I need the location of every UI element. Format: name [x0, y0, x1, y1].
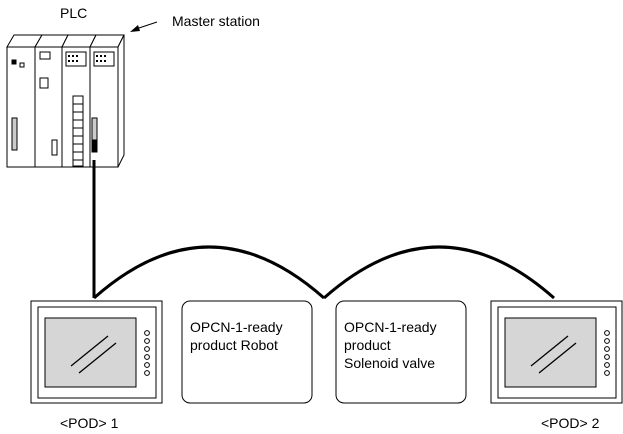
valve-device-text: OPCN-1-ready product Solenoid valve	[344, 318, 437, 372]
robot-device-text: OPCN-1-ready product Robot	[190, 318, 283, 354]
pod2-screen	[504, 317, 597, 388]
robot-device-box	[181, 300, 313, 404]
pod2-label: <POD> 2	[541, 415, 600, 431]
master-station-label: Master station	[172, 13, 260, 29]
pod2-device	[490, 300, 623, 404]
master-station-arrowhead	[130, 25, 140, 32]
valve-line-1: OPCN-1-ready	[344, 319, 437, 335]
valve-line-2: product	[344, 337, 391, 353]
plc-unit	[6, 34, 125, 168]
pod2-buttons	[604, 330, 610, 376]
pod1-device	[30, 300, 163, 404]
pod1-label: <POD> 1	[60, 415, 119, 431]
plc-module-cpu	[34, 46, 63, 168]
robot-line-2: product Robot	[190, 337, 278, 353]
network-cable	[92, 160, 555, 300]
valve-line-3: Solenoid valve	[344, 355, 436, 371]
pod1-screen	[44, 317, 137, 388]
pod1-buttons	[144, 330, 150, 376]
plc-label: PLC	[60, 5, 88, 21]
valve-device-box	[335, 300, 467, 404]
plc-terminal-strip	[72, 95, 84, 167]
robot-line-1: OPCN-1-ready	[190, 319, 283, 335]
